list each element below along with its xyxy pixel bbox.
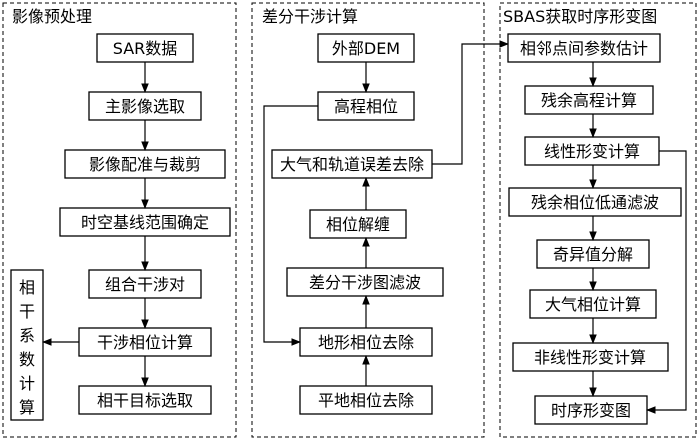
box-neighbor-parameter-estimation: 相邻点间参数估计 <box>507 33 661 63</box>
svg-text:外部DEM: 外部DEM <box>332 39 400 58</box>
svg-text:高程相位: 高程相位 <box>334 97 398 116</box>
svg-text:影像配准与裁剪: 影像配准与裁剪 <box>89 155 201 174</box>
svg-text:数: 数 <box>19 350 35 369</box>
box-coherence-calculation: 相 干 系 数 计 算 <box>10 269 44 421</box>
box-coherent-target-selection: 相干目标选取 <box>78 385 212 415</box>
svg-text:时序形变图: 时序形变图 <box>551 401 631 420</box>
svg-text:相邻点间参数估计: 相邻点间参数估计 <box>520 39 648 58</box>
box-interferometric-phase: 干涉相位计算 <box>78 327 212 357</box>
box-interferogram-pairs: 组合干涉对 <box>88 269 202 299</box>
svg-text:系: 系 <box>19 326 35 345</box>
svg-text:奇异值分解: 奇异值分解 <box>553 245 633 264</box>
box-flat-earth-phase-removal: 平地相位去除 <box>299 385 433 415</box>
box-topographic-phase-removal: 地形相位去除 <box>299 327 433 357</box>
panel-preprocessing-title: 影像预处理 <box>12 7 92 26</box>
box-svd: 奇异值分解 <box>536 239 650 269</box>
svg-text:干涉相位计算: 干涉相位计算 <box>97 333 193 352</box>
svg-text:大气和轨道误差去除: 大气和轨道误差去除 <box>280 155 424 174</box>
box-lowpass-filtering: 残余相位低通滤波 <box>508 187 682 217</box>
svg-text:SAR数据: SAR数据 <box>113 39 178 58</box>
box-atmospheric-phase: 大气相位计算 <box>529 289 657 319</box>
box-residual-height: 残余高程计算 <box>524 85 654 115</box>
svg-text:平地相位去除: 平地相位去除 <box>318 391 414 410</box>
box-sar-data: SAR数据 <box>96 33 194 63</box>
svg-text:主影像选取: 主影像选取 <box>105 97 185 116</box>
box-nonlinear-deformation: 非线性形变计算 <box>512 342 669 372</box>
panel-preprocessing: 影像预处理 SAR数据 主影像选取 影像配准与裁剪 时空基线范围确定 组合干涉对… <box>2 2 237 438</box>
svg-text:差分干涉图滤波: 差分干涉图滤波 <box>309 273 421 292</box>
svg-text:相干目标选取: 相干目标选取 <box>97 391 193 410</box>
box-linear-deformation: 线性形变计算 <box>524 136 660 166</box>
arrow-p2-to-sbas <box>432 40 509 165</box>
arrow-p2-elevation-to-topo <box>263 105 318 346</box>
box-elevation-phase: 高程相位 <box>317 91 415 121</box>
box-baseline-threshold: 时空基线范围确定 <box>59 207 231 237</box>
box-interferogram-filtering: 差分干涉图滤波 <box>286 267 444 297</box>
svg-text:非线性形变计算: 非线性形变计算 <box>534 348 646 367</box>
box-coregistration-cropping: 影像配准与裁剪 <box>64 149 226 179</box>
svg-text:时空基线范围确定: 时空基线范围确定 <box>81 213 209 232</box>
panel-differential-border <box>251 2 485 438</box>
box-master-image-selection: 主影像选取 <box>88 91 202 121</box>
panel-sbas: SBAS获取时序形变图 相邻点间参数估计 残余高程计算 线性形变计算 残余相位低… <box>499 2 697 438</box>
panel-sbas-border <box>499 2 697 438</box>
panel-sbas-title: SBAS获取时序形变图 <box>503 7 657 26</box>
svg-text:残余高程计算: 残余高程计算 <box>541 91 637 110</box>
box-atmosphere-orbit-removal: 大气和轨道误差去除 <box>271 149 433 179</box>
box-external-dem: 外部DEM <box>317 33 415 63</box>
svg-text:大气相位计算: 大气相位计算 <box>545 295 641 314</box>
svg-text:计: 计 <box>19 374 35 393</box>
panel-differential-interferometry: 差分干涉计算 外部DEM 高程相位 大气和轨道误差去除 相位解缠 差分干涉图滤波… <box>251 2 509 438</box>
svg-text:干: 干 <box>19 302 35 321</box>
svg-text:相位解缠: 相位解缠 <box>326 215 390 234</box>
svg-text:组合干涉对: 组合干涉对 <box>105 275 185 294</box>
panel-differential-title: 差分干涉计算 <box>262 7 358 26</box>
box-time-series-deformation: 时序形变图 <box>534 395 648 425</box>
arrow-p3-linear-to-result <box>646 150 687 414</box>
box-phase-unwrapping: 相位解缠 <box>309 209 407 239</box>
svg-text:线性形变计算: 线性形变计算 <box>544 142 640 161</box>
svg-text:残余相位低通滤波: 残余相位低通滤波 <box>531 193 659 212</box>
panel-preprocessing-border <box>2 2 237 438</box>
svg-text:相: 相 <box>19 278 35 297</box>
svg-text:算: 算 <box>19 398 35 417</box>
svg-text:地形相位去除: 地形相位去除 <box>318 333 414 352</box>
